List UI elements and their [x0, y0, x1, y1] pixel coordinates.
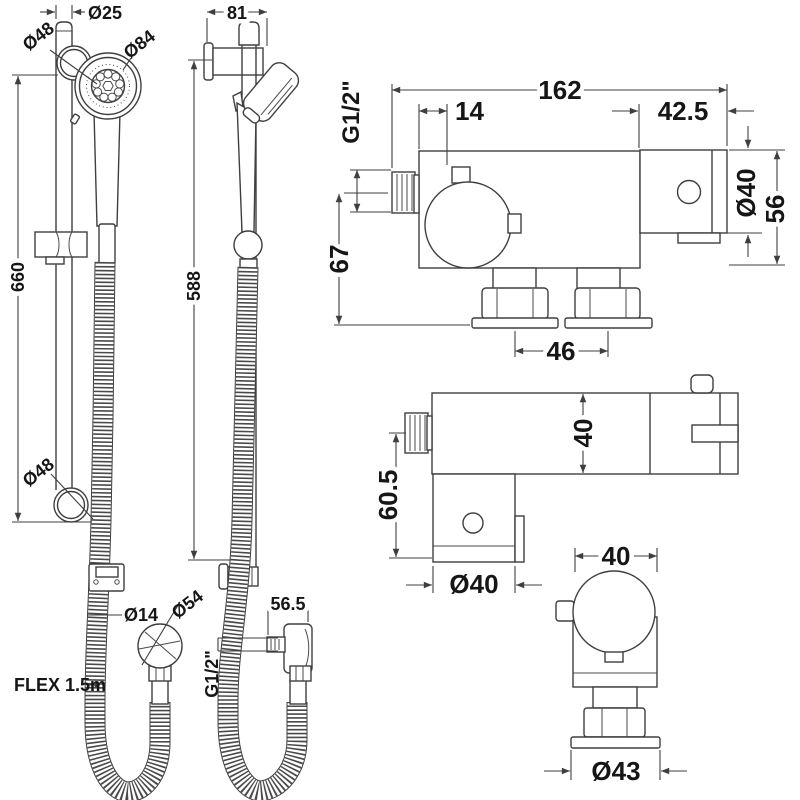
- dim-outlet-drop: 60.5: [369, 432, 432, 559]
- view-rail-front: 660 Ø25 Ø48 Ø84 Ø48 Ø14 Ø54: [4, 3, 207, 800]
- valve-rail-bracket: [639, 149, 728, 244]
- handset-head-side: [242, 62, 300, 124]
- top-wall-plate: [203, 42, 214, 81]
- dim-label-outlet-diameter-top: Ø40: [449, 569, 498, 599]
- dim-bracket-projection: 81: [206, 0, 268, 46]
- dim-label-outlet-elbow-diameter: Ø54: [168, 586, 207, 623]
- dim-rail-length: 660: [4, 74, 92, 523]
- slider-bracket: [34, 231, 88, 265]
- dim-label-rail-length: 660: [8, 262, 28, 292]
- dim-bracket-span: 588: [180, 59, 240, 561]
- dim-label-hose-diameter: Ø14: [124, 605, 158, 625]
- valve-outlet-right: [564, 267, 653, 329]
- dim-label-bracket-width: 42.5: [658, 96, 709, 126]
- knob-top-view: [690, 374, 714, 394]
- dim-flex-length: FLEX 1.5m: [14, 675, 106, 695]
- dim-body-width-end: 40: [574, 537, 658, 576]
- dim-label-outlet-thread: G1/2": [202, 650, 222, 698]
- dim-label-overall-width: 162: [538, 75, 581, 105]
- view-valve-front: G1/2" 162 14 42.5 Ø40: [320, 71, 795, 371]
- view-valve-top: 40 60.5 Ø40: [369, 374, 739, 604]
- dim-label-outlet-drop: 60.5: [373, 470, 403, 521]
- dim-label-bracket-height: 56: [760, 195, 790, 224]
- dia54-leader: [141, 601, 181, 666]
- top-bracket-arm: [212, 47, 264, 76]
- valve-inlet-top: [404, 412, 433, 454]
- dim-knob-offset: 14: [418, 96, 484, 165]
- dim-label-inlet-thread: G1/2": [338, 80, 365, 143]
- wall-outlet-front: [137, 601, 183, 705]
- dim-label-flange-diameter: Ø43: [591, 756, 640, 786]
- rail-top-cap: [238, 21, 260, 46]
- wall-outlet-side: [266, 623, 313, 705]
- bracket-arm-top-view: [691, 424, 739, 443]
- dim-outlet-elbow-diameter: Ø54: [168, 586, 207, 623]
- temperature-knob: [424, 181, 512, 269]
- knob-top-tab: [451, 166, 471, 184]
- dim-hose-diameter: Ø14: [87, 605, 158, 625]
- dim-rail-diameter: Ø25: [40, 3, 122, 23]
- dim-outlet-diameter-top: Ø40: [406, 565, 542, 604]
- valve-inlet: [391, 171, 420, 214]
- dim-bracket-diameter: Ø40: [722, 126, 785, 257]
- dim-outlet-projection: 56.5: [266, 590, 310, 635]
- dim-label-flex-length: FLEX 1.5m: [14, 675, 106, 695]
- outlet-flange-end: [570, 736, 661, 749]
- spray-nozzles: [91, 69, 125, 102]
- bottom-wall-plate: [218, 563, 229, 590]
- dim-overall-width: 162: [391, 71, 728, 168]
- rail: [55, 21, 73, 490]
- knob-side-tab-end: [555, 600, 575, 622]
- dim-label-outlet-projection: 56.5: [270, 594, 305, 614]
- shower-hose-side: [217, 266, 308, 800]
- dim-body-depth: 40: [564, 394, 603, 473]
- dim-label-top-bracket-diameter: Ø48: [19, 18, 58, 55]
- dim-label-body-depth: 40: [568, 419, 598, 448]
- head-centre-cap: [102, 81, 114, 91]
- dim-label-inlet-drop: 67: [324, 245, 354, 274]
- dim-bracket-width: 42.5: [612, 96, 754, 148]
- dim-label-bracket-diameter: Ø40: [731, 168, 761, 217]
- outlet-nut-end: [583, 707, 646, 738]
- dim-label-head-diameter: Ø84: [120, 26, 159, 63]
- dim-label-rail-diameter: Ø25: [88, 3, 122, 23]
- valve-downleg-top: [432, 473, 525, 563]
- dim-bracket-height: 56: [729, 151, 795, 266]
- dim-label-outlet-centres: 46: [547, 336, 576, 366]
- view-valve-end: 40 Ø43: [544, 537, 687, 791]
- head-pause-button: [69, 113, 81, 125]
- dim-label-body-width-end: 40: [602, 541, 631, 571]
- bottom-bracket-ring: [53, 487, 89, 523]
- dim-inlet-drop: 67: [320, 192, 470, 326]
- knob-bottom-tab-end: [604, 651, 624, 663]
- dim-outlet-thread: G1/2": [202, 637, 278, 698]
- dim-label-bracket-projection: 81: [227, 3, 247, 23]
- valve-outlet-left: [471, 267, 559, 329]
- dim-label-knob-offset: 14: [455, 96, 484, 126]
- dim-label-bracket-span: 588: [184, 271, 204, 301]
- dim-flange-diameter: Ø43: [544, 750, 687, 791]
- knob-side-tab: [507, 213, 522, 234]
- outlet-pipe-end: [592, 686, 638, 709]
- slider-knob: [233, 230, 263, 260]
- spray-hole-ring: [86, 64, 130, 108]
- shower-hose: [84, 261, 171, 800]
- shower-head: [69, 52, 142, 125]
- handset-handle: [93, 111, 121, 227]
- dim-label-bottom-bracket-diameter: Ø48: [19, 454, 58, 491]
- view-rail-side: 81 588 56.5 G1/2": [180, 0, 313, 800]
- dim-outlet-centres: 46: [514, 331, 609, 371]
- dim-inlet-thread: G1/2": [338, 80, 391, 213]
- hose-guide-bracket: [88, 563, 125, 592]
- temperature-knob-end: [572, 570, 656, 654]
